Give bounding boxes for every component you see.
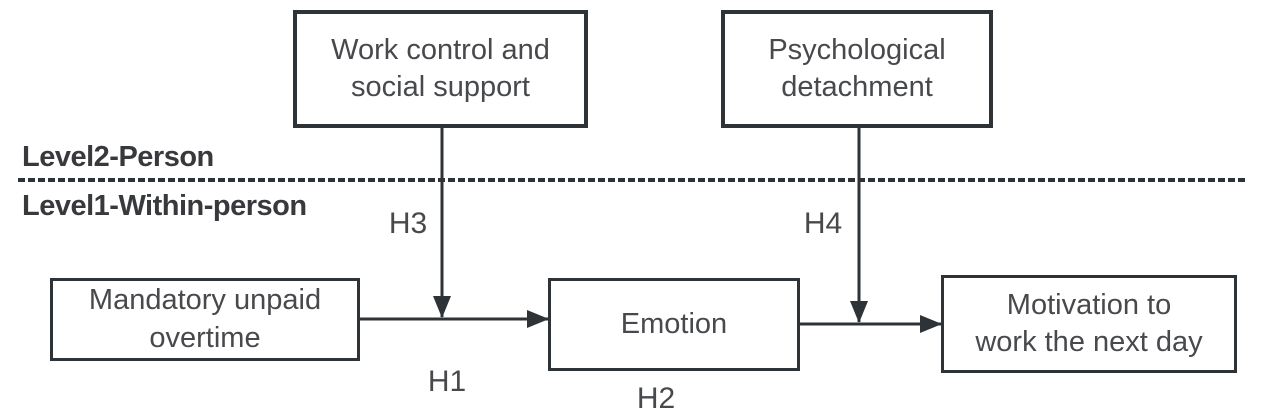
level-divider-dashed-line bbox=[18, 178, 1246, 182]
box-mandatory-unpaid-overtime: Mandatory unpaid overtime bbox=[50, 278, 360, 361]
box-motivation-line1: Motivation to bbox=[1006, 288, 1172, 321]
box-psychological-detachment-line1: Psychological bbox=[768, 33, 946, 66]
box-emotion-line1: Emotion bbox=[620, 307, 728, 340]
box-work-control-social-support: Work control and social support bbox=[293, 10, 588, 128]
h2-label: H2 bbox=[636, 382, 676, 415]
box-psychological-detachment-line2: detachment bbox=[781, 71, 933, 103]
box-work-control-line1: Work control and bbox=[331, 33, 550, 66]
h3-label: H3 bbox=[388, 207, 428, 240]
level1-within-person-label: Level1-Within-person bbox=[22, 190, 307, 222]
box-psychological-detachment: Psychological detachment bbox=[721, 10, 993, 128]
h1-label: H1 bbox=[427, 365, 467, 398]
box-mandatory-line1: Mandatory unpaid bbox=[88, 284, 322, 317]
box-emotion: Emotion bbox=[548, 278, 800, 371]
box-motivation-line2: work the next day bbox=[975, 326, 1203, 358]
box-work-control-line2: social support bbox=[351, 71, 530, 103]
level2-person-label: Level2-Person bbox=[22, 141, 214, 173]
h4-label: H4 bbox=[803, 207, 843, 240]
box-motivation-next-day: Motivation to work the next day bbox=[941, 275, 1237, 373]
box-mandatory-line2: overtime bbox=[149, 321, 261, 354]
